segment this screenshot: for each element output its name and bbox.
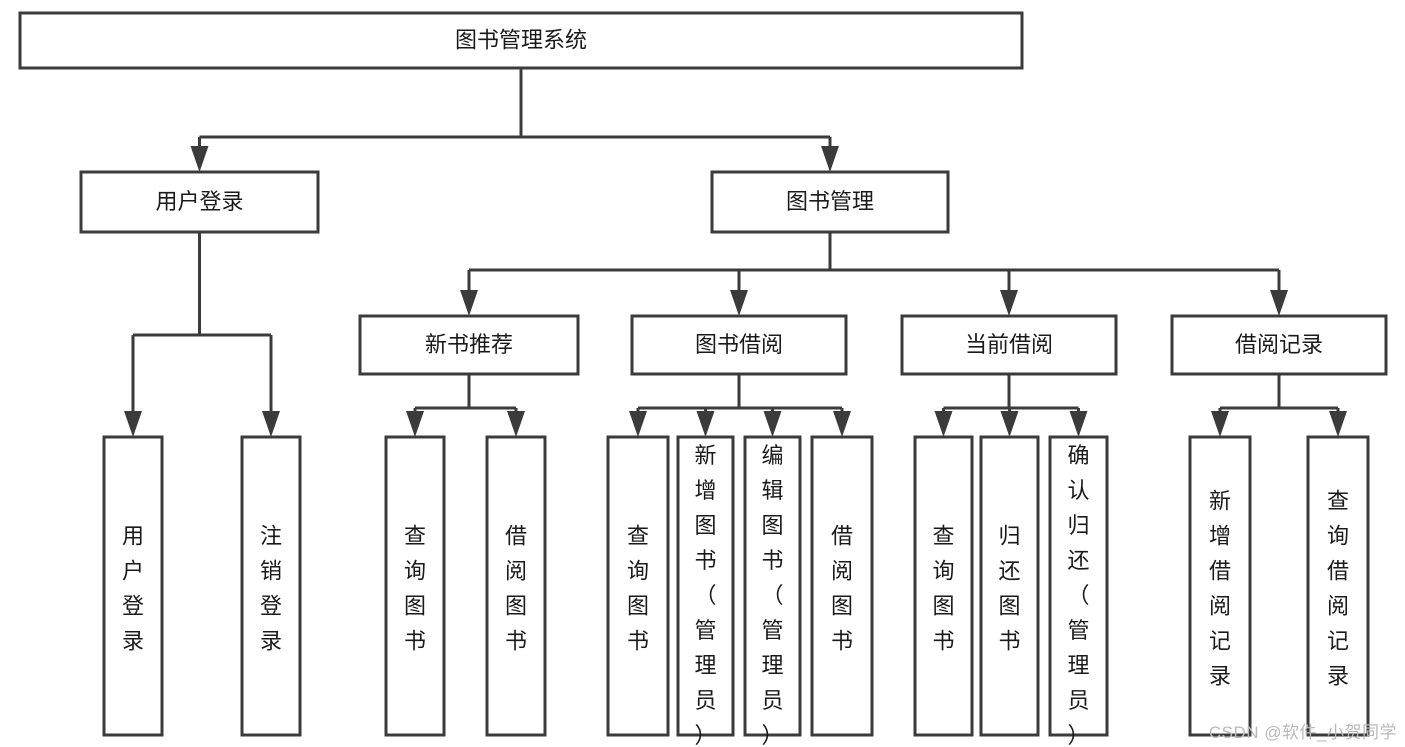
node-label-查询借阅记录: 查询借阅记录 — [1327, 488, 1349, 688]
node-leaf-2-2-编辑图书管理员[interactable]: 编辑图书（管理员） — [743, 435, 802, 747]
arrow-head-borrow-record-0 — [1211, 411, 1229, 437]
node-box-leaf-1-1-借阅图书[interactable] — [485, 435, 547, 737]
node-box-leaf-4-1-查询借阅记录[interactable] — [1306, 435, 1370, 737]
node-box-leaf-1-0-查询图书[interactable] — [384, 435, 446, 737]
node-box-l3-当前借阅[interactable] — [900, 314, 1118, 376]
node-root-图书管理系统[interactable]: 图书管理系统 — [18, 11, 1024, 70]
node-label-借阅记录: 借阅记录 — [1235, 332, 1323, 357]
node-box-leaf-3-0-查询图书[interactable] — [913, 435, 974, 737]
node-label-查询图书: 查询图书 — [404, 523, 426, 653]
node-leaf-0-1-注销登录[interactable]: 注销登录 — [240, 435, 302, 737]
csdn-watermark: CSDN @软件_小贺同学 — [1208, 723, 1397, 742]
node-l2-用户登录[interactable]: 用户登录 — [79, 170, 320, 234]
node-label-新增图书管理员: 新增图书（管理员） — [694, 443, 716, 747]
node-l3-当前借阅[interactable]: 当前借阅 — [900, 314, 1118, 376]
arrow-head-borrow-book-3 — [833, 411, 851, 437]
node-label-图书借阅: 图书借阅 — [695, 332, 783, 357]
node-label-归还图书: 归还图书 — [998, 523, 1020, 653]
node-leaf-1-1-借阅图书[interactable]: 借阅图书 — [485, 435, 547, 737]
node-label-查询图书: 查询图书 — [932, 523, 954, 653]
arrow-head-book-manage-3 — [1270, 290, 1288, 316]
node-leaf-3-2-确认归还管理员[interactable]: 确认归还（管理员） — [1048, 435, 1109, 747]
node-box-l3-图书借阅[interactable] — [630, 314, 848, 376]
node-box-leaf-2-1-新增图书管理员[interactable] — [676, 435, 735, 737]
node-label-当前借阅: 当前借阅 — [965, 332, 1053, 357]
arrow-head-borrow-book-2 — [763, 411, 782, 437]
node-leaf-2-3-借阅图书[interactable]: 借阅图书 — [810, 435, 874, 737]
node-label-编辑图书管理员: 编辑图书（管理员） — [761, 443, 783, 747]
node-leaf-4-1-查询借阅记录[interactable]: 查询借阅记录 — [1306, 435, 1370, 737]
node-box-leaf-2-3-借阅图书[interactable] — [810, 435, 874, 737]
arrow-head-current-borrow-0 — [934, 411, 953, 437]
arrow-head-new-book-1 — [507, 411, 525, 437]
arrow-head-book-manage-2 — [1000, 290, 1018, 316]
node-leaf-2-0-查询图书[interactable]: 查询图书 — [606, 435, 670, 737]
node-leaf-2-1-新增图书管理员[interactable]: 新增图书（管理员） — [676, 435, 735, 747]
node-box-leaf-2-0-查询图书[interactable] — [606, 435, 670, 737]
node-box-l2-用户登录[interactable] — [79, 170, 320, 234]
arrow-head-book-manage-1 — [730, 290, 748, 316]
node-box-l3-新书推荐[interactable] — [358, 314, 580, 376]
arrow-head-user-login-1 — [262, 411, 280, 437]
arrow-head-book-manage-0 — [460, 290, 478, 316]
node-label-确认归还管理员: 确认归还（管理员） — [1067, 443, 1089, 747]
node-layer: 图书管理系统用户登录图书管理新书推荐图书借阅当前借阅借阅记录用户登录注销登录查询… — [18, 11, 1388, 747]
node-leaf-0-0-用户登录[interactable]: 用户登录 — [102, 435, 164, 737]
node-leaf-3-1-归还图书[interactable]: 归还图书 — [979, 435, 1040, 737]
arrow-head-root-0 — [190, 146, 209, 172]
arrow-head-borrow-book-1 — [696, 411, 715, 437]
arrow-head-borrow-book-0 — [629, 411, 647, 437]
arrow-head-root-1 — [821, 146, 839, 172]
node-l3-图书借阅[interactable]: 图书借阅 — [630, 314, 848, 376]
node-l3-借阅记录[interactable]: 借阅记录 — [1170, 314, 1388, 376]
node-label-借阅图书: 借阅图书 — [505, 523, 527, 653]
node-box-l3-借阅记录[interactable] — [1170, 314, 1388, 376]
node-l2-图书管理[interactable]: 图书管理 — [710, 170, 950, 234]
node-leaf-1-0-查询图书[interactable]: 查询图书 — [384, 435, 446, 737]
node-box-leaf-3-2-确认归还管理员[interactable] — [1048, 435, 1109, 737]
node-l3-新书推荐[interactable]: 新书推荐 — [358, 314, 580, 376]
node-label-借阅图书: 借阅图书 — [831, 523, 853, 653]
node-label-查询图书: 查询图书 — [627, 523, 649, 653]
node-label-用户登录: 用户登录 — [122, 523, 144, 653]
arrow-head-new-book-0 — [406, 411, 424, 437]
node-leaf-3-0-查询图书[interactable]: 查询图书 — [913, 435, 974, 737]
arrow-head-user-login-0 — [124, 411, 142, 437]
node-leaf-4-0-新增借阅记录[interactable]: 新增借阅记录 — [1188, 435, 1252, 737]
node-box-leaf-3-1-归还图书[interactable] — [979, 435, 1040, 737]
node-box-leaf-2-2-编辑图书管理员[interactable] — [743, 435, 802, 737]
arrow-head-borrow-record-1 — [1329, 411, 1347, 437]
node-label-用户登录: 用户登录 — [155, 189, 243, 214]
node-box-root-图书管理系统[interactable] — [18, 11, 1024, 70]
node-box-leaf-4-0-新增借阅记录[interactable] — [1188, 435, 1252, 737]
arrow-head-current-borrow-2 — [1069, 411, 1088, 437]
node-label-注销登录: 注销登录 — [260, 523, 282, 653]
node-box-l2-图书管理[interactable] — [710, 170, 950, 234]
node-box-leaf-0-1-注销登录[interactable] — [240, 435, 302, 737]
connector-layer — [124, 68, 1347, 437]
node-box-leaf-0-0-用户登录[interactable] — [102, 435, 164, 737]
node-label-图书管理: 图书管理 — [786, 189, 874, 214]
node-label-新增借阅记录: 新增借阅记录 — [1209, 488, 1231, 688]
arrow-head-current-borrow-1 — [1000, 411, 1019, 437]
node-label-图书管理系统: 图书管理系统 — [455, 27, 587, 52]
node-label-新书推荐: 新书推荐 — [425, 332, 513, 357]
